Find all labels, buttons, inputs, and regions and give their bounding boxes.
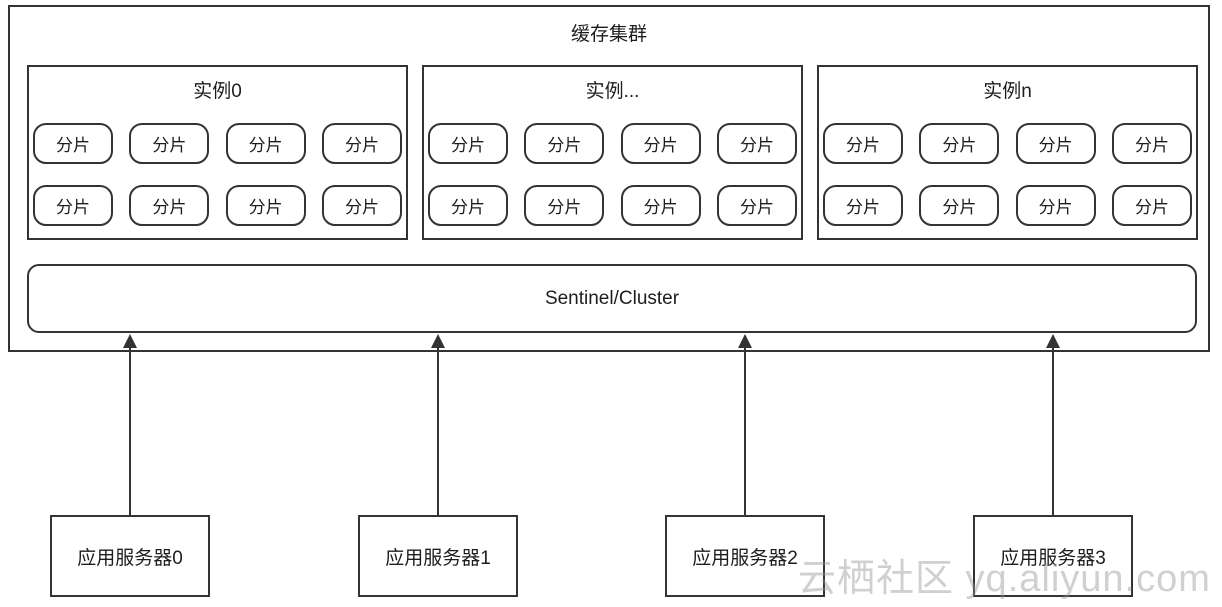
- instance-n-shard-row-1: 分片 分片 分片 分片: [823, 123, 1192, 164]
- shard-box: 分片: [823, 185, 903, 226]
- instance-box-0: 实例0 分片 分片 分片 分片 分片 分片 分片 分片: [27, 65, 408, 240]
- shard-box: 分片: [1111, 185, 1192, 226]
- app-server-box-2: 应用服务器2: [665, 515, 825, 597]
- shard-box: 分片: [919, 123, 1000, 164]
- shard-box: 分片: [1015, 123, 1096, 164]
- arrow-app-server-2: [738, 334, 752, 515]
- shard-box: 分片: [524, 185, 605, 226]
- arrow-app-server-0: [123, 334, 137, 515]
- shard-box: 分片: [620, 123, 701, 164]
- shard-box: 分片: [1111, 123, 1192, 164]
- shard-box: 分片: [716, 185, 797, 226]
- shard-box: 分片: [225, 123, 306, 164]
- instance-box-middle: 实例... 分片 分片 分片 分片 分片 分片 分片 分片: [422, 65, 803, 240]
- arrow-app-server-3: [1046, 334, 1060, 515]
- instance-middle-title: 实例...: [585, 81, 640, 102]
- app-server-box-0: 应用服务器0: [50, 515, 210, 597]
- instance-middle-shard-row-1: 分片 分片 分片 分片: [428, 123, 797, 164]
- arrow-up-icon: [1046, 334, 1060, 348]
- instance-0-shard-row-2: 分片 分片 分片 分片: [33, 185, 402, 226]
- cache-cluster-box: 缓存集群 实例0 分片 分片 分片 分片 分片 分片 分片 分片 实例... 分…: [8, 5, 1210, 352]
- app-server-box-3: 应用服务器3: [973, 515, 1133, 597]
- shard-box: 分片: [321, 185, 402, 226]
- app-server-box-1: 应用服务器1: [358, 515, 518, 597]
- arrow-line: [437, 346, 439, 515]
- shard-box: 分片: [428, 123, 508, 164]
- shard-box: 分片: [129, 123, 210, 164]
- arrow-up-icon: [431, 334, 445, 348]
- arrow-up-icon: [123, 334, 137, 348]
- shard-box: 分片: [225, 185, 306, 226]
- shard-box: 分片: [524, 123, 605, 164]
- shard-box: 分片: [919, 185, 1000, 226]
- shard-box: 分片: [428, 185, 508, 226]
- instance-n-shard-row-2: 分片 分片 分片 分片: [823, 185, 1192, 226]
- instance-box-n: 实例n 分片 分片 分片 分片 分片 分片 分片 分片: [817, 65, 1198, 240]
- instance-n-title: 实例n: [983, 81, 1032, 102]
- shard-box: 分片: [321, 123, 402, 164]
- cache-cluster-title: 缓存集群: [570, 24, 647, 45]
- shard-box: 分片: [33, 185, 113, 226]
- shard-box: 分片: [129, 185, 210, 226]
- instance-middle-shard-row-2: 分片 分片 分片 分片: [428, 185, 797, 226]
- shard-box: 分片: [33, 123, 113, 164]
- arrow-line: [1052, 346, 1054, 515]
- shard-box: 分片: [620, 185, 701, 226]
- arrow-up-icon: [738, 334, 752, 348]
- arrow-line: [129, 346, 131, 515]
- shard-box: 分片: [823, 123, 903, 164]
- sentinel-cluster-box: Sentinel/Cluster: [27, 264, 1197, 333]
- watermark-text: 云栖社区 yq.aliyun.com: [798, 558, 1211, 600]
- instance-0-shard-row-1: 分片 分片 分片 分片: [33, 123, 402, 164]
- arrow-app-server-1: [431, 334, 445, 515]
- arrow-line: [744, 346, 746, 515]
- shard-box: 分片: [1015, 185, 1096, 226]
- shard-box: 分片: [716, 123, 797, 164]
- instance-0-title: 实例0: [193, 81, 242, 102]
